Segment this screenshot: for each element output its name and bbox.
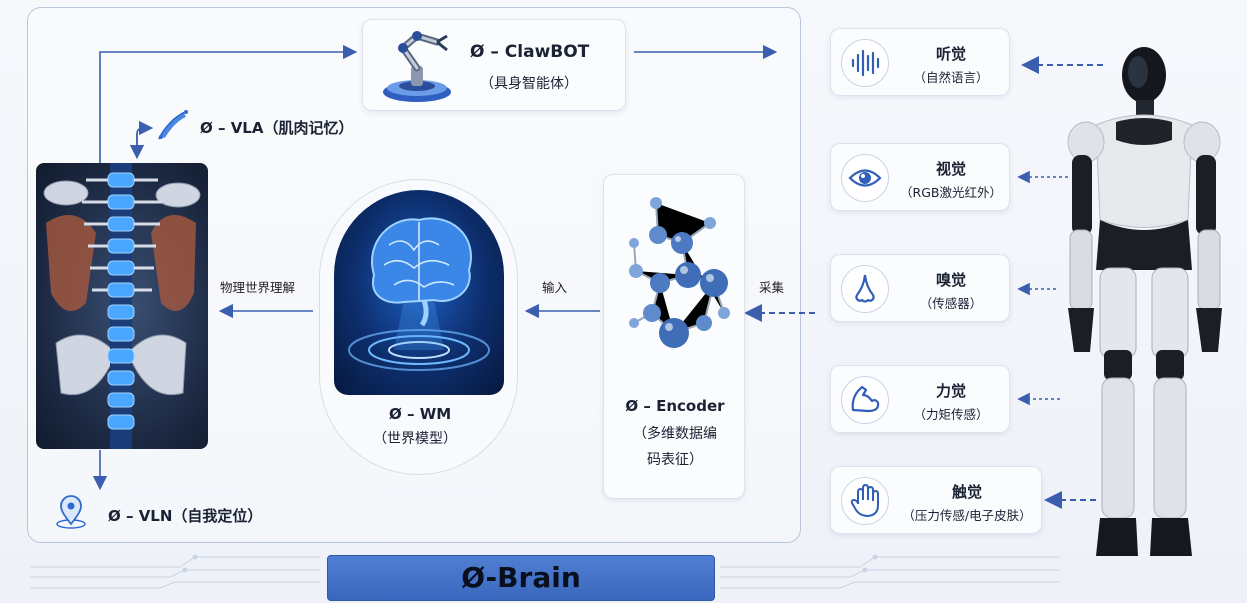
- physical-world-label: 物理世界理解: [220, 280, 296, 295]
- sound-wave-icon: [841, 39, 889, 87]
- flexed-arm-icon: [841, 376, 889, 424]
- eye-icon: [841, 154, 889, 202]
- encoder-title: Ø – Encoder: [625, 397, 725, 415]
- muscle-fiber-icon: [158, 110, 188, 140]
- sense-card-hearing: 听觉 （自然语言）: [830, 28, 1010, 96]
- encoder-subtitle-line2: 码表征）: [647, 452, 703, 468]
- sense-subtitle: （自然语言）: [913, 70, 989, 85]
- sense-subtitle: （压力传感/电子皮肤）: [902, 508, 1032, 523]
- sense-subtitle: （力矩传感）: [913, 407, 989, 422]
- robotic-spine-image: [36, 163, 208, 449]
- robot-arm-icon: [383, 31, 451, 102]
- brain-title-bar: Ø-Brain: [327, 555, 715, 601]
- sense-card-force: 力觉 （力矩传感）: [830, 365, 1010, 433]
- sense-title: 视觉: [935, 160, 966, 178]
- sense-subtitle: （RGB激光红外）: [900, 185, 1002, 200]
- sense-card-vision: 视觉 （RGB激光红外）: [830, 143, 1010, 211]
- location-pin-icon: [56, 495, 86, 529]
- input-label: 输入: [542, 280, 568, 295]
- nose-icon: [841, 265, 889, 313]
- humanoid-robot-image: [1067, 47, 1222, 556]
- collect-label: 采集: [759, 280, 785, 295]
- sense-title: 听觉: [935, 45, 966, 63]
- sense-title: 力觉: [935, 382, 966, 400]
- clawbot-title: Ø – ClawBOT: [470, 42, 590, 62]
- vln-label: Ø – VLN（自我定位）: [108, 507, 263, 525]
- sense-card-touch: 触觉 （压力传感/电子皮肤）: [830, 466, 1042, 534]
- clawbot-subtitle: （具身智能体）: [480, 76, 578, 92]
- wm-title: Ø – WM: [389, 405, 452, 423]
- brain-hologram-image: [334, 190, 504, 395]
- sense-card-smell: 嗅觉 （传感器）: [830, 254, 1010, 322]
- encoder-subtitle-line1: （多维数据编: [633, 426, 717, 442]
- wm-subtitle: （世界模型）: [373, 431, 457, 447]
- sense-subtitle: （传感器）: [919, 296, 983, 311]
- encoder-card: Ø – Encoder （多维数据编 码表征）: [603, 174, 745, 499]
- hand-icon: [841, 477, 889, 525]
- molecule-icon: [629, 197, 730, 348]
- sense-title: 嗅觉: [935, 271, 966, 289]
- sense-title: 触觉: [951, 483, 982, 501]
- clawbot-card: Ø – ClawBOT （具身智能体）: [362, 19, 626, 111]
- vla-label: Ø – VLA（肌肉记忆）: [200, 119, 354, 137]
